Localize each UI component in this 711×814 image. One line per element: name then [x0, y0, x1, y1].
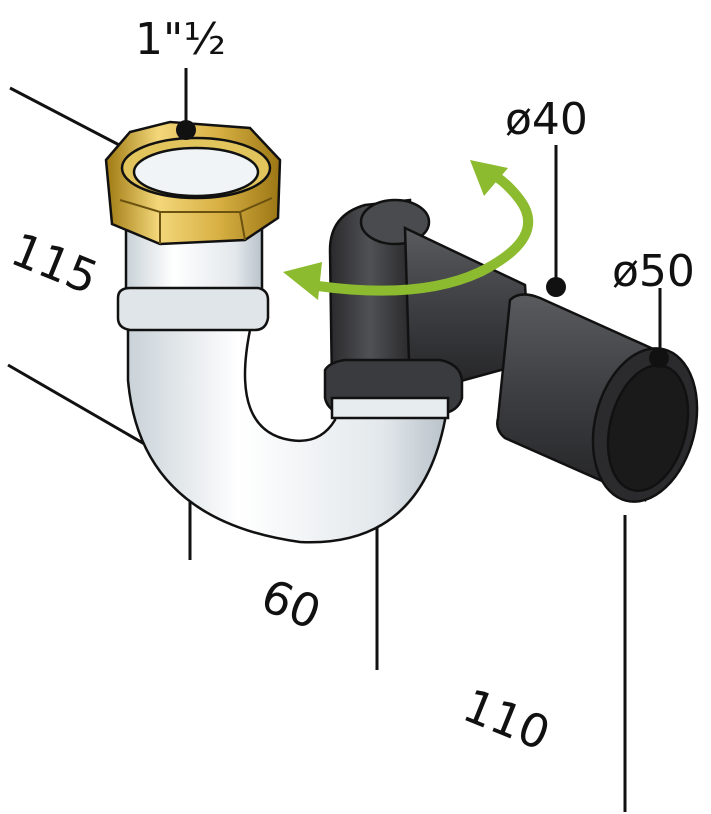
nut-opening	[132, 146, 260, 198]
label-diameter-50: ø50	[612, 246, 695, 297]
white-ring	[116, 286, 270, 332]
dot-d50	[649, 348, 669, 368]
label-dim-110: 110	[456, 678, 558, 761]
dim-line-top-left	[9, 86, 126, 150]
label-dim-115: 115	[4, 222, 106, 305]
dot-thread	[176, 120, 196, 140]
j-bend-body	[126, 318, 447, 544]
rotation-arrow-arc	[313, 167, 534, 296]
nut-facets	[119, 197, 273, 244]
rotation-arrow-head-left	[283, 262, 322, 300]
white-j-bend	[116, 226, 450, 544]
brass-nut	[104, 120, 282, 246]
leader-lines	[184, 68, 662, 356]
white-right-ring	[330, 396, 450, 420]
label-thread-size: 1"½	[135, 14, 226, 65]
dot-d40	[546, 277, 566, 297]
rotation-arrow-head-top	[470, 160, 508, 196]
label-diameter-40: ø40	[505, 94, 588, 145]
curved-double-arrow-icon	[283, 160, 534, 300]
label-dim-60: 60	[254, 568, 329, 640]
